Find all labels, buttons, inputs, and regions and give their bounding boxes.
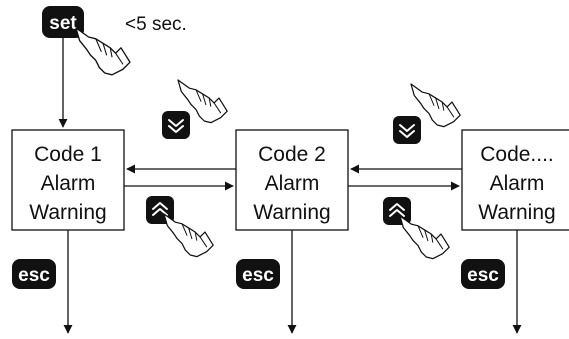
chevron-down-icon bbox=[399, 130, 415, 138]
set-key[interactable]: set bbox=[42, 6, 84, 38]
chevron-down-icon bbox=[399, 124, 415, 132]
code1-warning: Warning bbox=[29, 201, 106, 224]
esc-key-label: esc bbox=[242, 265, 274, 286]
chevron-down-icon bbox=[168, 119, 184, 127]
down-key-1[interactable] bbox=[162, 111, 190, 139]
chevron-up-icon bbox=[389, 209, 405, 217]
chevron-up-icon bbox=[152, 208, 168, 216]
code1-alarm: Alarm bbox=[41, 172, 96, 195]
esc-key-2[interactable]: esc bbox=[236, 259, 280, 289]
set-key-label: set bbox=[49, 13, 77, 34]
code-more-alarm: Alarm bbox=[490, 172, 545, 195]
code-more-box: Code.... Alarm Warning bbox=[461, 129, 569, 231]
code-more-title: Code.... bbox=[480, 143, 554, 166]
esc-key-1[interactable]: esc bbox=[12, 259, 56, 289]
chevron-down-icon bbox=[168, 125, 184, 133]
up-key-2[interactable] bbox=[383, 197, 411, 225]
pointing-hand-icon bbox=[75, 27, 131, 76]
code2-title: Code 2 bbox=[258, 143, 326, 166]
pointing-hand-icon bbox=[163, 213, 214, 258]
pointing-hand-icon bbox=[399, 215, 450, 260]
code-more-warning: Warning bbox=[478, 201, 555, 224]
code1-box: Code 1 Alarm Warning bbox=[11, 129, 125, 231]
code2-warning: Warning bbox=[253, 201, 330, 224]
chevron-up-icon bbox=[152, 202, 168, 210]
time-limit-note: <5 sec. bbox=[125, 14, 187, 35]
code1-title: Code 1 bbox=[34, 143, 102, 166]
chevron-up-icon bbox=[389, 203, 405, 211]
esc-key-3[interactable]: esc bbox=[461, 259, 505, 289]
esc-key-label: esc bbox=[18, 265, 50, 286]
code2-alarm: Alarm bbox=[265, 172, 320, 195]
down-key-2[interactable] bbox=[393, 116, 421, 144]
code2-box: Code 2 Alarm Warning bbox=[235, 129, 349, 231]
esc-key-label: esc bbox=[467, 265, 499, 286]
